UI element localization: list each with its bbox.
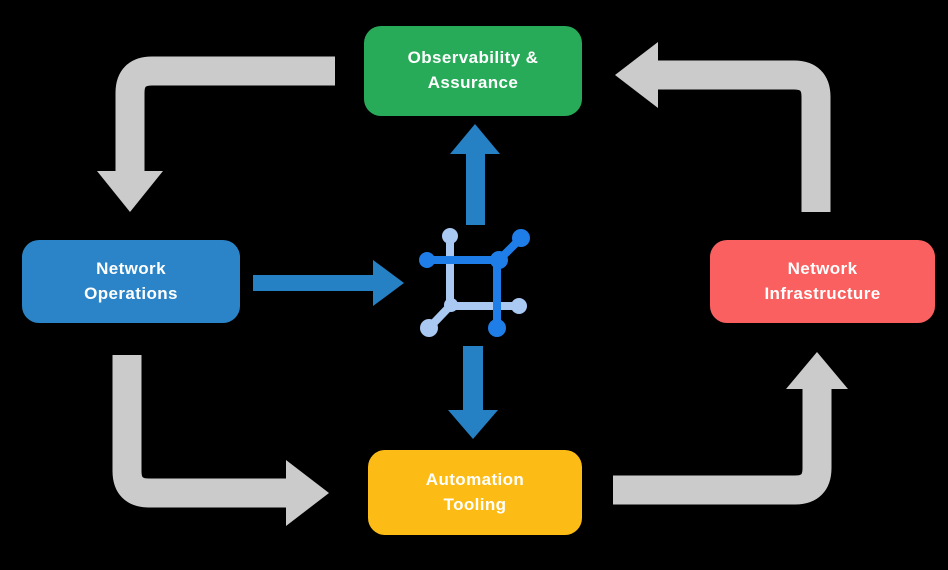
arrow-operations-to-center xyxy=(253,260,404,306)
arrow-observability-to-operations xyxy=(97,56,335,212)
arrow-operations-to-tooling xyxy=(112,355,329,526)
node-network-operations-label: Network Operations xyxy=(84,258,178,303)
arrow-head xyxy=(450,124,500,154)
network-mesh-icon-dark-part xyxy=(419,229,530,337)
node-network-operations: Network Operations xyxy=(22,240,240,323)
arrow-head xyxy=(286,460,329,526)
arrow-shaft xyxy=(463,346,483,412)
arrow-head xyxy=(448,410,498,439)
arrow-infrastructure-to-observability xyxy=(615,42,831,212)
arrow-shaft xyxy=(466,152,485,225)
arrow-tooling-to-infrastructure xyxy=(613,352,848,505)
network-mesh-icon-light-part xyxy=(420,228,527,337)
node-automation-tooling-label: Automation Tooling xyxy=(425,469,525,514)
arrow-shaft xyxy=(253,275,374,291)
arrow-center-to-tooling xyxy=(448,346,498,439)
arrow-head xyxy=(615,42,658,108)
arrow-shaft xyxy=(613,388,832,505)
arrow-head xyxy=(97,171,163,212)
arrow-head xyxy=(786,352,848,389)
arrow-head xyxy=(373,260,404,306)
arrow-shaft xyxy=(657,60,831,212)
node-network-infrastructure-label: Network Infrastructure xyxy=(764,258,881,303)
arrow-shaft xyxy=(115,56,335,173)
network-mesh-icon xyxy=(419,228,530,337)
arrow-center-to-observability xyxy=(450,124,500,225)
node-network-infrastructure: Network Infrastructure xyxy=(710,240,935,323)
arrow-shaft xyxy=(112,355,287,508)
node-automation-tooling: Automation Tooling xyxy=(368,450,582,535)
node-observability-assurance-label: Observability & Assurance xyxy=(407,48,539,92)
node-observability-assurance: Observability & Assurance xyxy=(364,26,582,116)
